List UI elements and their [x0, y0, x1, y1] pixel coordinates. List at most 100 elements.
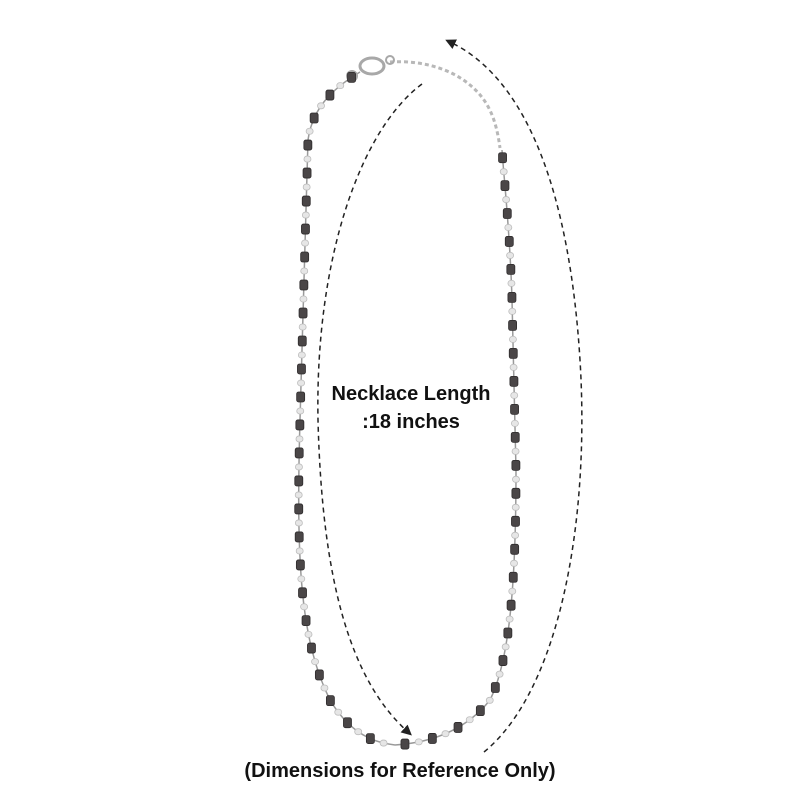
silver-bead	[302, 183, 311, 191]
hematite-bead	[504, 236, 514, 247]
silver-bead	[509, 363, 518, 371]
silver-bead	[511, 419, 519, 427]
necklace-length-label: Necklace Length :18 inches	[296, 380, 526, 436]
silver-bead	[311, 658, 319, 665]
hematite-bead	[453, 722, 463, 733]
hematite-bead	[500, 180, 510, 192]
hematite-bead	[508, 319, 517, 331]
hematite-bead	[511, 459, 521, 471]
hematite-bead	[297, 363, 306, 375]
hematite-bead	[301, 195, 311, 207]
hematite-bead	[302, 167, 312, 179]
hematite-bead	[299, 279, 309, 291]
hematite-bead	[506, 264, 516, 275]
silver-bead	[414, 738, 423, 746]
hematite-bead	[297, 335, 307, 347]
hematite-bead	[365, 733, 375, 744]
hematite-bead	[314, 669, 324, 681]
hematite-bead	[507, 291, 517, 303]
silver-bead	[504, 224, 513, 231]
silver-bead	[303, 155, 312, 163]
hematite-bead	[510, 543, 520, 555]
hematite-bead	[301, 223, 310, 235]
silver-bead	[510, 559, 518, 567]
hematite-bead	[295, 419, 305, 431]
silver-bead	[502, 196, 511, 203]
hematite-bead	[511, 487, 521, 499]
silver-bead	[485, 696, 494, 704]
silver-bead	[379, 739, 388, 747]
silver-bead	[305, 127, 314, 135]
hematite-bead	[343, 717, 352, 729]
hematite-bead	[298, 587, 307, 599]
silver-bead	[507, 279, 516, 287]
silver-bead	[506, 252, 515, 259]
silver-bead	[295, 463, 303, 471]
silver-bead	[465, 716, 474, 724]
hematite-bead	[294, 503, 304, 515]
hematite-bead	[508, 571, 518, 583]
hematite-bead	[475, 705, 485, 717]
hematite-bead	[503, 627, 513, 639]
hematite-bead	[295, 559, 305, 571]
silver-bead	[511, 531, 520, 539]
silver-bead	[505, 615, 514, 623]
hematite-bead	[303, 139, 313, 151]
silver-bead	[320, 684, 329, 692]
hematite-bead	[298, 307, 308, 319]
hematite-bead	[294, 447, 304, 459]
hematite-bead	[498, 152, 507, 164]
hematite-bead	[510, 403, 519, 415]
silver-bead	[298, 323, 307, 331]
silver-bead	[296, 407, 305, 415]
silver-bead	[354, 728, 363, 736]
hematite-bead	[510, 431, 520, 443]
silver-bead	[511, 447, 520, 455]
length-label-title: Necklace Length	[331, 383, 491, 405]
silver-bead	[297, 575, 306, 583]
hematite-bead	[294, 475, 304, 487]
silver-bead	[297, 379, 305, 387]
silver-bead	[317, 102, 325, 110]
silver-bead	[297, 351, 306, 359]
silver-bead	[300, 603, 308, 611]
silver-bead	[295, 547, 304, 555]
necklace-right-strand	[394, 149, 517, 746]
silver-bead	[441, 730, 450, 738]
bead-group	[294, 71, 521, 750]
hematite-bead	[508, 347, 518, 359]
silver-bead	[511, 503, 520, 511]
silver-bead	[501, 643, 510, 651]
hematite-bead	[400, 738, 410, 750]
silver-bead	[510, 391, 519, 399]
hematite-bead	[301, 615, 311, 627]
hematite-bead	[294, 531, 304, 543]
silver-bead	[508, 587, 517, 595]
hematite-bead	[498, 655, 508, 666]
silver-bead	[299, 295, 308, 303]
dimensions-disclaimer: (Dimensions for Reference Only)	[244, 760, 556, 782]
hematite-bead	[427, 733, 437, 744]
silver-bead	[301, 239, 309, 247]
silver-bead	[295, 435, 304, 443]
silver-bead	[508, 307, 517, 315]
hematite-bead	[347, 71, 356, 83]
hematite-bead	[300, 251, 310, 263]
silver-bead	[301, 211, 310, 219]
silver-bead	[495, 670, 504, 678]
silver-bead	[336, 82, 345, 90]
hematite-bead	[325, 89, 335, 101]
hematite-bead	[309, 112, 319, 124]
dashed-outer-arrow-icon	[445, 39, 583, 753]
hematite-bead	[490, 682, 500, 693]
silver-bead	[334, 708, 343, 716]
hematite-bead	[511, 515, 520, 527]
hematite-bead	[325, 695, 335, 707]
silver-bead	[512, 475, 520, 483]
silver-bead	[509, 335, 517, 343]
hematite-bead	[506, 599, 516, 611]
hematite-bead	[509, 375, 519, 387]
hematite-bead	[296, 391, 306, 403]
silver-bead	[304, 630, 313, 638]
